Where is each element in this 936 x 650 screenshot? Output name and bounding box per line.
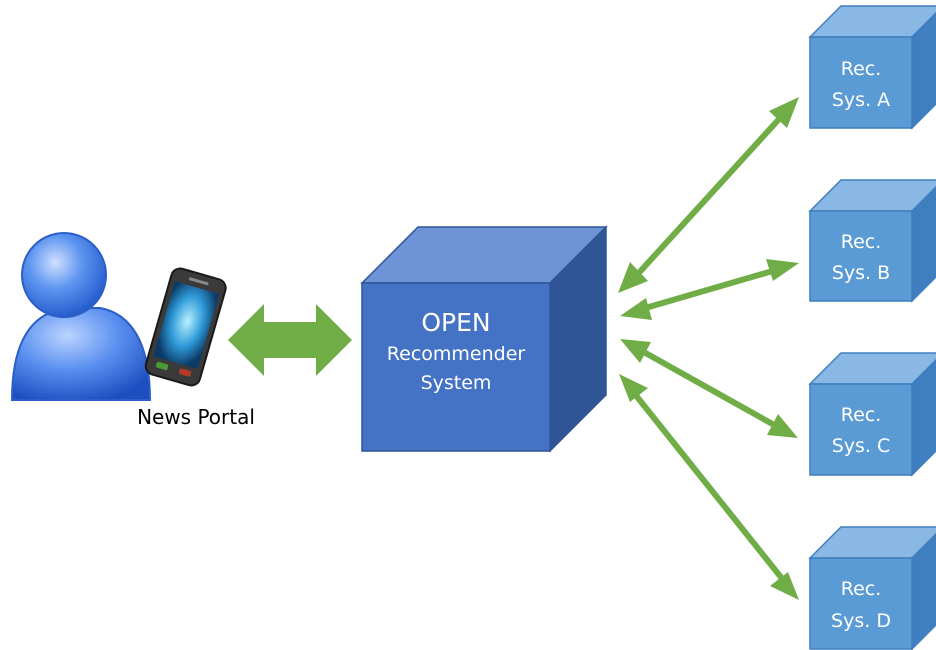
- rec-sys-a-line1: Rec.: [841, 58, 882, 80]
- open-recommender-cube: OPEN Recommender System: [360, 225, 608, 453]
- arrow-to-rec-sys-b: [620, 259, 799, 320]
- open-subtitle-line2: System: [421, 372, 492, 394]
- rec-sys-d-cube: Rec. Sys. D: [808, 526, 936, 650]
- rec-sys-c-line2: Sys. C: [832, 435, 891, 457]
- rec-sys-b-line2: Sys. B: [832, 262, 890, 284]
- arrow-to-rec-sys-d: [619, 374, 799, 600]
- smartphone-icon: [144, 267, 227, 387]
- news-portal-label: News Portal: [137, 405, 255, 429]
- open-subtitle-line1: Recommender: [387, 343, 526, 365]
- rec-sys-c-cube: Rec. Sys. C: [808, 352, 936, 477]
- rec-sys-a-line2: Sys. A: [832, 89, 890, 111]
- user-icon: [10, 232, 152, 401]
- open-title: OPEN: [421, 308, 490, 337]
- arrow-to-rec-sys-c: [620, 339, 798, 438]
- rec-sys-a-cube: Rec. Sys. A: [808, 5, 936, 130]
- rec-sys-c-line1: Rec.: [841, 404, 882, 426]
- rec-sys-d-line1: Rec.: [841, 578, 882, 600]
- rec-sys-d-line2: Sys. D: [831, 610, 891, 632]
- arrows-to-rec-systems: [618, 97, 799, 600]
- bidirectional-arrow-portal-open: [228, 304, 352, 376]
- arrow-to-rec-sys-a: [618, 97, 799, 293]
- rec-sys-b-cube: Rec. Sys. B: [808, 179, 936, 303]
- rec-sys-b-line1: Rec.: [841, 231, 882, 253]
